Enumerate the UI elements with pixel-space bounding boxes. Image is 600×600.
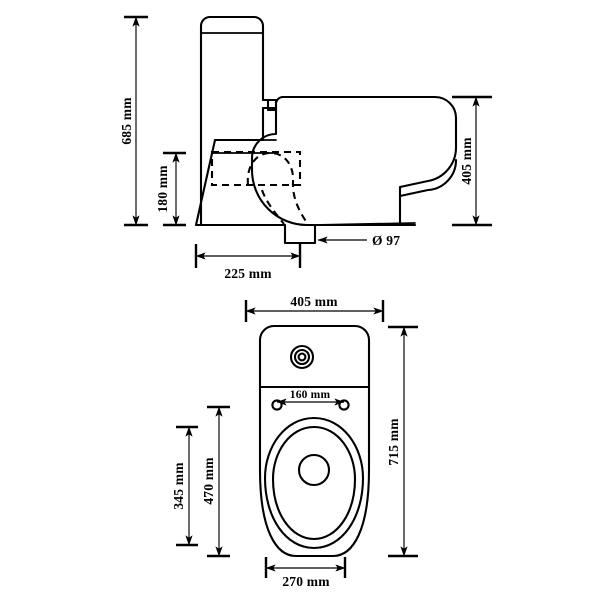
bowl-rim-inner xyxy=(271,425,357,541)
drain-opening xyxy=(297,453,331,487)
dim-label-overall-width: 405 mm xyxy=(290,294,338,309)
base-top-line xyxy=(314,222,416,226)
dim-label-bowl-height: 405 mm xyxy=(459,137,474,185)
tank-plan-outline xyxy=(258,324,371,389)
dim-label-outlet-diameter: Ø 97 xyxy=(372,233,400,248)
dim-label-bowl-to-tank: 470 mm xyxy=(201,457,216,505)
dimension-bowl-height: 405 mm xyxy=(452,95,492,227)
trapway-hidden-rect xyxy=(210,150,302,187)
plan-view: 405 mm 160 mm 345 mm 470 mm xyxy=(171,294,418,589)
dimension-bolt-spacing: 160 mm xyxy=(276,389,345,406)
seat-rim-outline xyxy=(266,95,458,198)
flush-button-outer-ring[interactable] xyxy=(289,344,315,370)
trapway-hidden-curve-2 xyxy=(261,189,285,225)
flush-button-inner-ring[interactable] xyxy=(297,352,307,362)
dimension-outlet-diameter: Ø 97 xyxy=(317,233,400,248)
bowl-body-outline xyxy=(250,108,458,227)
bowl-plan-outline xyxy=(258,385,371,558)
dimension-overall-width: 405 mm xyxy=(244,294,385,322)
dim-label-bowl-width: 270 mm xyxy=(282,574,330,589)
tank-outline xyxy=(194,15,278,227)
dimension-bowl-width: 270 mm xyxy=(264,557,347,589)
side-elevation-view: 685 mm 180 mm 405 mm 225 mm xyxy=(119,15,492,281)
trapway-hidden-curve xyxy=(246,151,309,225)
dim-label-bowl-length: 345 mm xyxy=(171,462,186,510)
dim-label-overall-length: 715 mm xyxy=(386,418,401,466)
dim-label-overall-height: 685 mm xyxy=(119,97,134,145)
bowl-rim-outer xyxy=(263,416,365,550)
flush-button-middle-ring[interactable] xyxy=(293,348,311,366)
dim-label-bolt-spacing: 160 mm xyxy=(290,389,331,401)
dimension-rough-in: 225 mm xyxy=(194,244,302,281)
dimension-bowl-to-tank: 470 mm xyxy=(201,405,230,558)
dimension-overall-height: 685 mm xyxy=(119,15,148,227)
dimension-overall-length: 715 mm xyxy=(386,325,418,558)
dim-label-rough-in: 225 mm xyxy=(224,266,272,281)
dimension-trap-height: 180 mm xyxy=(155,151,186,227)
dimension-bowl-length: 345 mm xyxy=(171,425,198,547)
dim-label-trap-height: 180 mm xyxy=(155,165,170,213)
